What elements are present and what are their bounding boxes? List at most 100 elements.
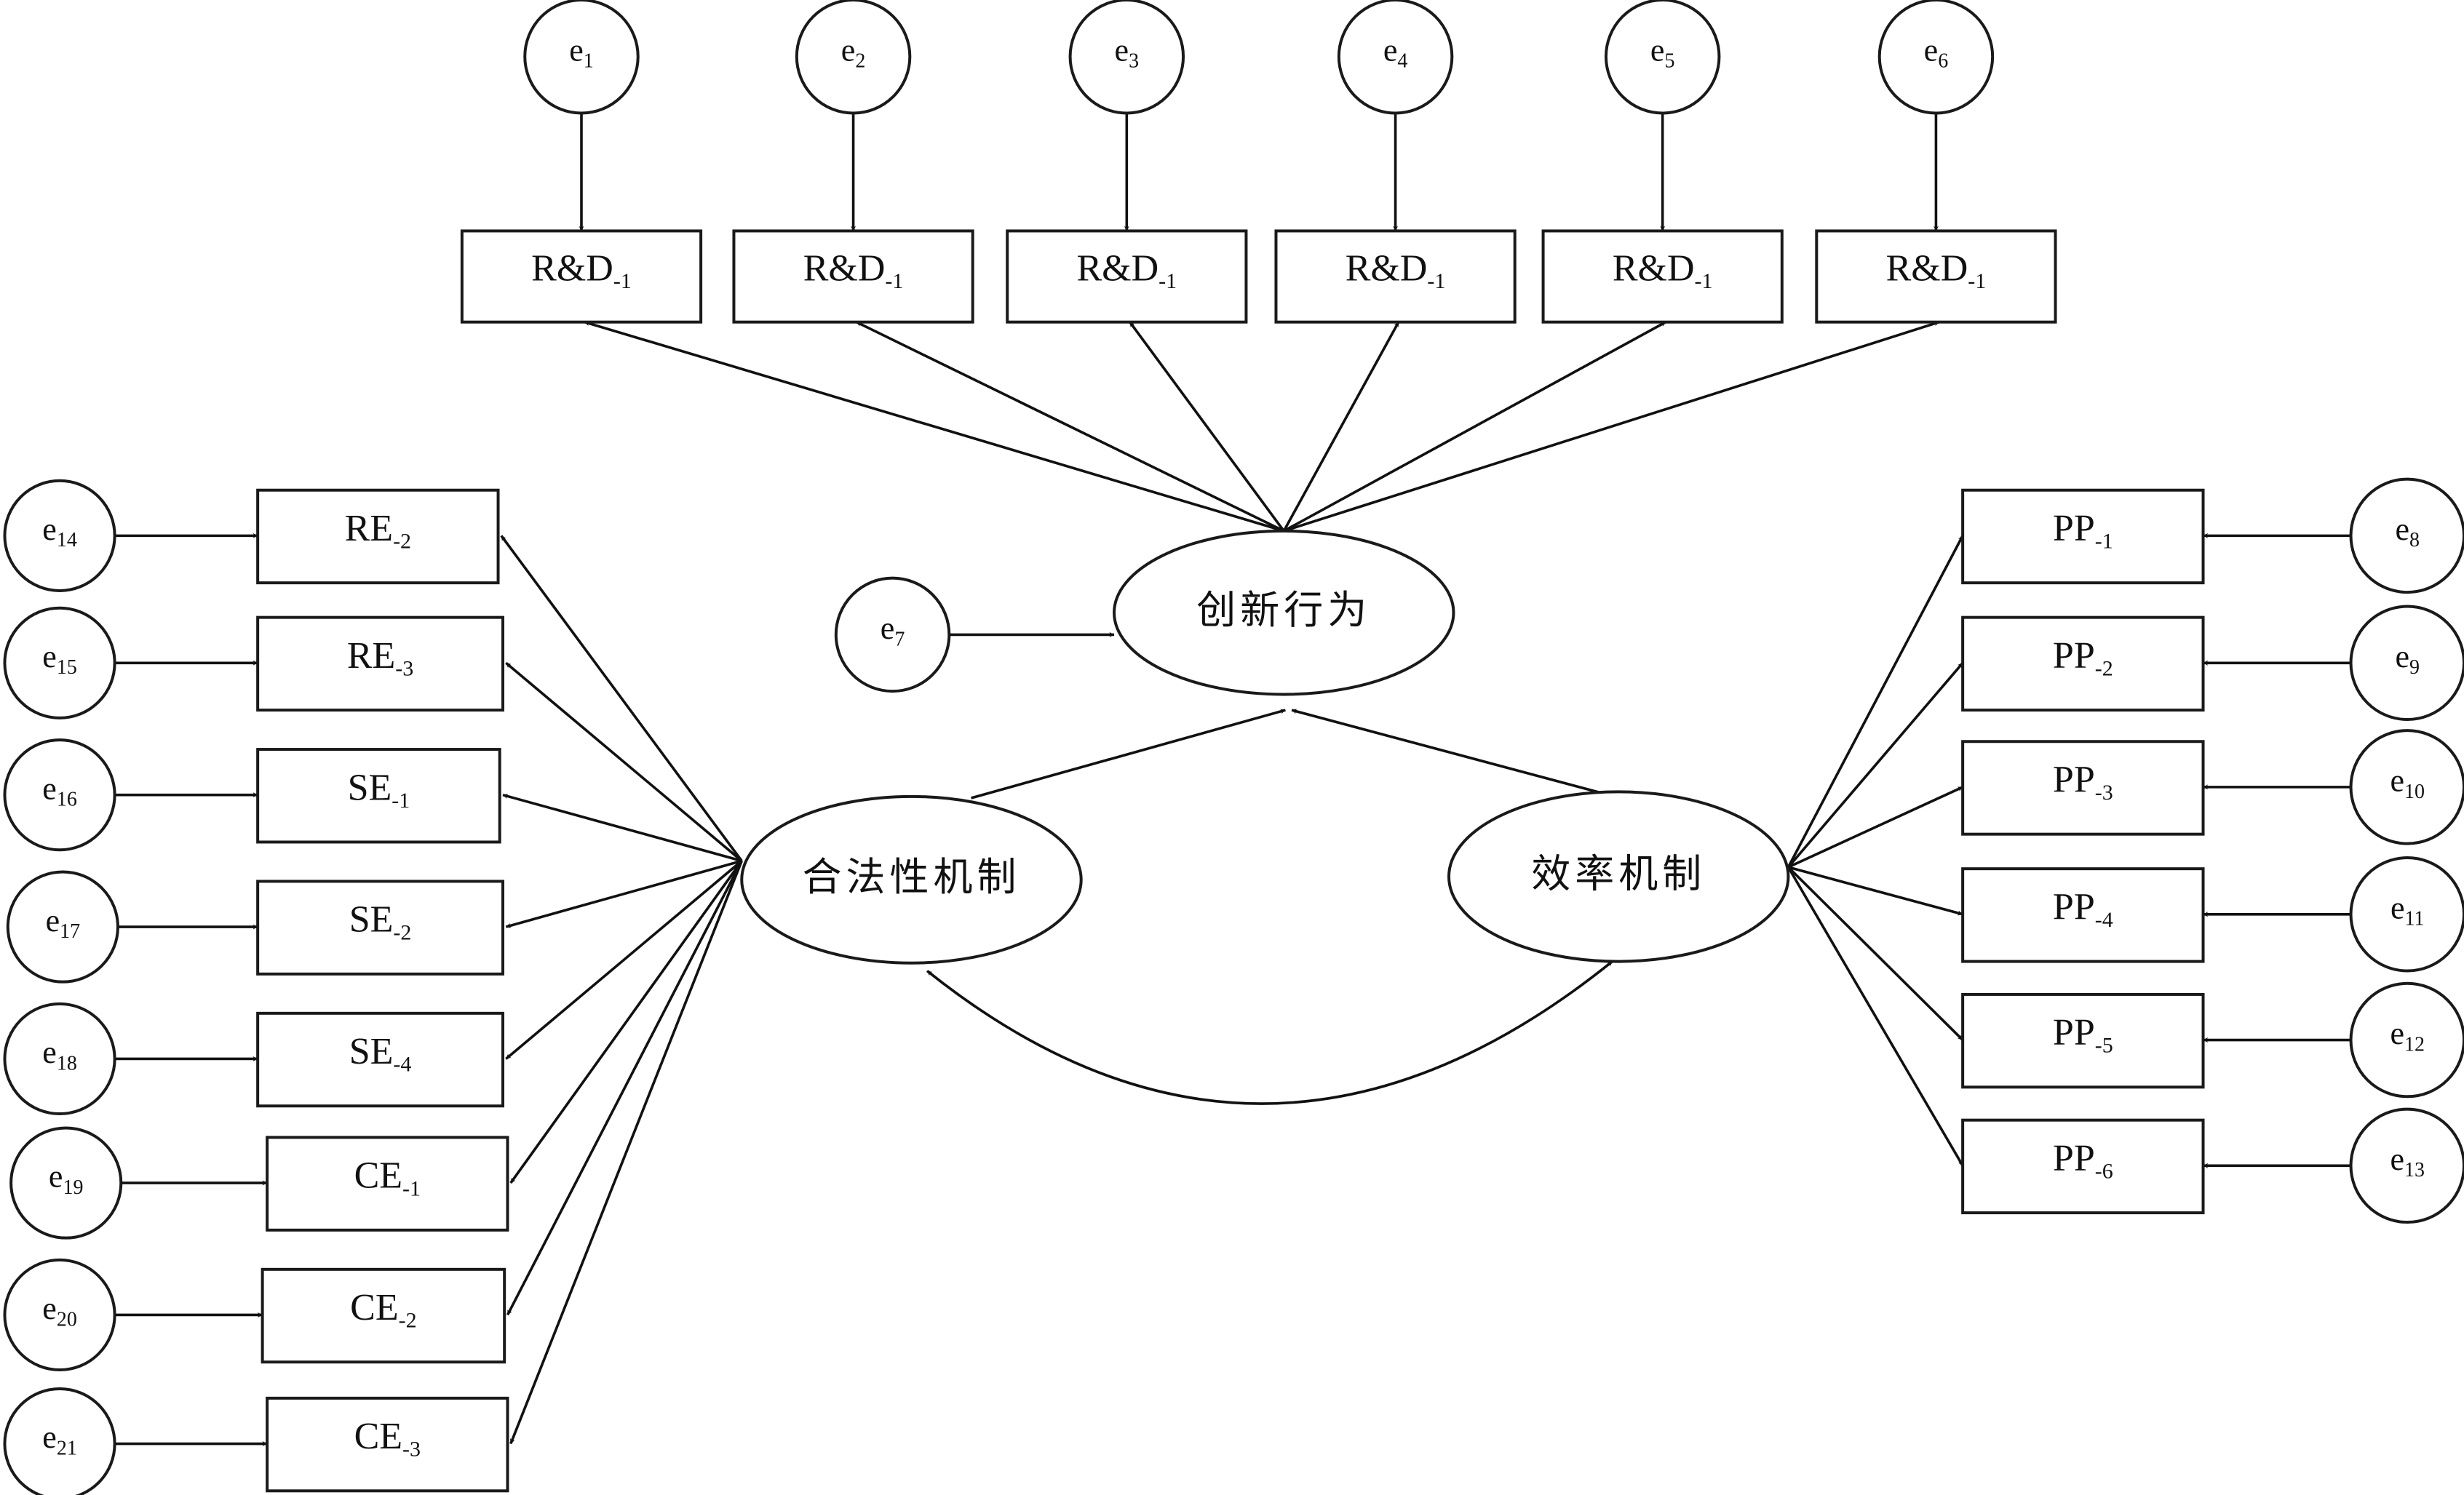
right-indicator-4-shape xyxy=(1961,867,2205,963)
error-left-6-label-subscript: 19 xyxy=(63,1176,83,1199)
right-indicator-2-label-base: PP xyxy=(2053,635,2095,677)
error-right-6-label-subscript: 13 xyxy=(2404,1160,2425,1182)
error-innovation-shape xyxy=(834,576,951,693)
error-top-2-shape xyxy=(795,0,912,115)
error-right-1-label: e8 xyxy=(2395,511,2420,552)
right-indicator-1-label-subscript: -1 xyxy=(2095,529,2113,553)
left-indicator-1-shape xyxy=(256,488,500,585)
right-indicator-1-label: PP-1 xyxy=(2053,508,2113,554)
top-indicator-1-shape xyxy=(460,229,703,324)
error-right-3: e10 xyxy=(2349,729,2464,845)
latent-innovation-shape xyxy=(1113,529,1455,696)
error-right-4-shape xyxy=(2349,856,2464,973)
error-left-5-label-subscript: 18 xyxy=(57,1053,77,1075)
error-top-5-shape xyxy=(1604,0,1721,115)
error-left-8: e21 xyxy=(3,1387,116,1495)
error-top-3-label: e3 xyxy=(1115,33,1140,73)
right-indicator-6-shape xyxy=(1961,1118,2205,1215)
right-indicator-2-shape xyxy=(1961,615,2205,712)
error-top-5-label-subscript: 5 xyxy=(1664,50,1674,73)
edge-efficiency-to-right-indicator-4 xyxy=(1787,866,1963,916)
error-top-6-label-base: e xyxy=(1924,33,1939,68)
left-indicator-5-label-base: SE xyxy=(349,1031,394,1072)
left-indicator-5: SE-4 xyxy=(256,1011,505,1108)
left-indicator-8-shape xyxy=(266,1396,509,1493)
error-right-4: e11 xyxy=(2349,856,2464,973)
left-indicator-3-label-base: SE xyxy=(348,767,392,808)
left-indicator-1-label-base: RE xyxy=(345,508,393,549)
error-right-6-shape xyxy=(2349,1107,2464,1224)
left-indicator-5-label: SE-4 xyxy=(349,1031,412,1077)
edge-efficiency-to-right-indicator-2 xyxy=(1787,662,1964,869)
error-top-1: e1 xyxy=(523,0,640,115)
error-top-3: e3 xyxy=(1068,0,1185,115)
top-indicator-3-label-base: R&D xyxy=(1076,248,1159,290)
error-top-5: e5 xyxy=(1604,0,1721,115)
error-right-1-label-subscript: 8 xyxy=(2409,530,2420,552)
right-indicator-4-label-subscript: -4 xyxy=(2095,908,2113,932)
left-indicator-5-shape xyxy=(256,1011,505,1108)
right-indicator-5: PP-5 xyxy=(1961,992,2205,1089)
left-indicator-4-label-base: SE xyxy=(349,899,394,941)
top-indicator-1: R&D-1 xyxy=(460,229,703,324)
error-right-2-label-base: e xyxy=(2395,639,2409,674)
error-left-2: e15 xyxy=(3,606,116,719)
right-indicator-4-label-base: PP xyxy=(2053,886,2095,928)
error-top-2-label-subscript: 2 xyxy=(855,50,865,73)
left-indicator-2-label-subscript: -3 xyxy=(395,656,413,680)
error-right-2-label-subscript: 9 xyxy=(2409,657,2420,679)
latent-legitimacy-shape xyxy=(740,794,1083,965)
right-indicator-3-shape xyxy=(1961,740,2205,836)
error-right-2-label: e9 xyxy=(2395,639,2420,679)
error-left-6-label-base: e xyxy=(49,1159,63,1195)
left-indicator-2-label: RE-3 xyxy=(347,635,413,681)
edge-innovation-to-top-indicator-5 xyxy=(1283,321,1666,533)
error-top-3-label-base: e xyxy=(1115,33,1129,68)
left-indicator-4-shape xyxy=(256,880,505,976)
error-top-4: e4 xyxy=(1337,0,1454,115)
right-indicator-3-label: PP-3 xyxy=(2053,759,2113,805)
error-right-1-label-base: e xyxy=(2395,511,2409,547)
right-indicator-1-shape xyxy=(1961,488,2205,585)
error-innovation-label: e7 xyxy=(881,610,905,651)
top-indicator-6-label-subscript: -1 xyxy=(1968,269,1986,293)
left-indicator-2-label-base: RE xyxy=(347,635,395,677)
error-top-5-label-base: e xyxy=(1650,33,1665,68)
error-left-7-label-subscript: 20 xyxy=(57,1309,77,1331)
error-left-1-shape xyxy=(3,479,116,592)
error-left-8-label-subscript: 21 xyxy=(57,1438,77,1460)
error-left-8-label-base: e xyxy=(42,1419,57,1455)
error-right-1: e8 xyxy=(2349,477,2464,594)
error-top-6-label: e6 xyxy=(1924,33,1949,73)
top-indicator-5-label-subscript: -1 xyxy=(1695,269,1713,293)
error-left-7: e20 xyxy=(3,1258,116,1372)
left-indicator-3: SE-1 xyxy=(256,748,501,844)
error-left-1-label-subscript: 14 xyxy=(57,530,77,552)
edge-legitimacy-to-left-indicator-6 xyxy=(509,860,743,1184)
edge-innovation-to-top-indicator-1 xyxy=(584,320,1284,533)
right-indicator-6-label: PP-6 xyxy=(2053,1138,2113,1184)
edge-efficiency-to-right-indicator-1 xyxy=(1787,535,1964,868)
edge-innovation-to-top-indicator-2 xyxy=(856,321,1285,533)
right-indicator-2-label-subscript: -2 xyxy=(2095,656,2113,680)
left-indicator-7-label-subscript: -2 xyxy=(399,1309,417,1333)
latent-innovation-label: 创新行为 xyxy=(1196,587,1371,633)
error-left-2-label-subscript: 15 xyxy=(57,657,77,679)
error-left-2-label: e15 xyxy=(42,639,77,679)
error-left-4-shape xyxy=(6,870,119,984)
error-innovation-label-base: e xyxy=(881,610,895,646)
left-indicator-5-label-subscript: -4 xyxy=(393,1053,411,1077)
edge-efficiency-to-right-indicator-3 xyxy=(1787,786,1963,869)
edge-legitimacy-to-left-indicator-2 xyxy=(505,661,743,862)
error-left-3-label-subscript: 16 xyxy=(57,789,77,811)
left-indicator-8-label-subscript: -3 xyxy=(402,1438,421,1462)
left-indicator-8: CE-3 xyxy=(266,1396,509,1493)
left-indicator-4-label: SE-2 xyxy=(349,899,412,945)
error-left-8-shape xyxy=(3,1387,116,1495)
error-left-5-label: e18 xyxy=(42,1034,77,1075)
edge-innovation-to-top-indicator-4 xyxy=(1282,321,1400,532)
error-left-5-label-base: e xyxy=(42,1034,57,1070)
right-indicator-1: PP-1 xyxy=(1961,488,2205,585)
latent-legitimacy-label: 合法性机制 xyxy=(802,854,1020,900)
error-left-7-label: e20 xyxy=(42,1291,77,1331)
